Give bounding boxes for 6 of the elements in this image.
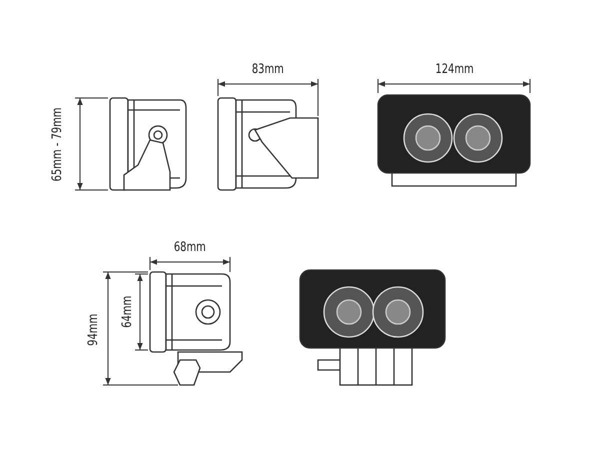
dimension-label: 94mm <box>87 314 101 346</box>
dimension-label: 83mm <box>252 63 284 77</box>
dimension-label: 68mm <box>174 241 206 255</box>
dimension-label: 124mm <box>434 63 474 77</box>
dimension-label: 65mm - 79mm <box>51 107 65 181</box>
dimension-label: 64mm <box>121 296 135 328</box>
